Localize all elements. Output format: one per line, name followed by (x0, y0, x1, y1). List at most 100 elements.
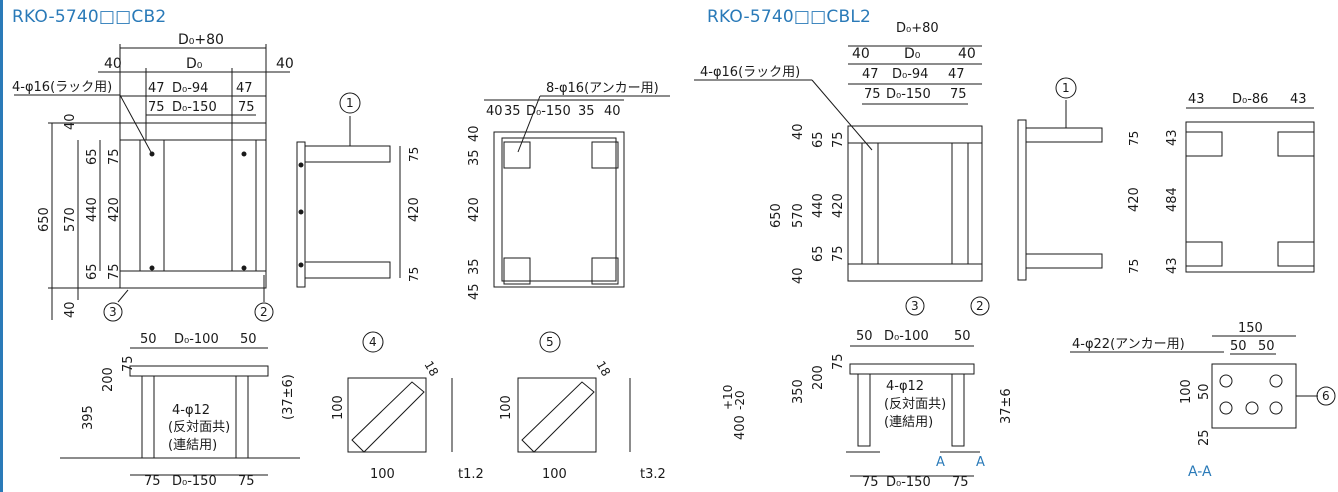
dim-40: 40 (63, 301, 78, 318)
dim-75: 75 (107, 263, 122, 280)
dim-43: 43 (1290, 92, 1307, 107)
dim-75: 75 (862, 475, 879, 490)
dim-40: 40 (63, 113, 78, 130)
callout-1: 1 (346, 96, 354, 110)
left-front-post-left (139, 139, 165, 272)
dim-40: 40 (791, 123, 806, 140)
rack-hole (241, 265, 247, 271)
dim-d-minus-150: D₀-150 (526, 104, 571, 119)
section-label: A-A (1188, 464, 1212, 480)
thickness: t3.2 (640, 467, 666, 482)
section-aa-view (1070, 335, 1318, 429)
dim-d-minus-100: D₀-100 (174, 332, 219, 347)
dim-440: 440 (811, 193, 826, 218)
dim-400: 400 (733, 415, 748, 440)
dim-65: 65 (85, 263, 100, 280)
dim-75: 75 (148, 100, 165, 115)
dim-395: 395 (81, 405, 96, 430)
dim-75: 75 (831, 245, 846, 262)
dim-40: 40 (791, 267, 806, 284)
callout-1-circle (1055, 77, 1077, 99)
left-side-labels: 1 75 420 75 (339, 92, 422, 282)
dim-75: 75 (1127, 259, 1141, 274)
dim-50: 50 (240, 332, 257, 347)
dim-65: 65 (811, 131, 826, 148)
dim-65: 65 (811, 245, 826, 262)
left-front-labels: D₀+80 40 D₀ 40 47 D₀-94 47 75 D₀-150 75 … (12, 32, 294, 322)
dim-65: 65 (85, 148, 100, 165)
callout-3-circle (905, 296, 925, 316)
left-front-frame (119, 122, 267, 289)
dim-420: 420 (107, 197, 122, 222)
dim-35: 35 (578, 104, 595, 119)
dim-420: 420 (1127, 187, 1142, 212)
right-side-view (1017, 100, 1103, 281)
dim-d-minus-150: D₀-150 (886, 475, 931, 490)
bolt-sub1: (反対面共) (168, 420, 230, 435)
plate-4-labels: 4 100 100 18 t1.2 (331, 331, 484, 482)
dim-50: 50 (1230, 339, 1247, 354)
dim-43: 43 (1188, 92, 1205, 107)
dim-40: 40 (604, 104, 621, 119)
dim-18: 18 (593, 359, 613, 379)
dim-40: 40 (467, 125, 482, 142)
dim-75: 75 (952, 475, 969, 490)
left-side-view (296, 116, 401, 288)
dim-d-minus-150: D₀-150 (886, 87, 931, 102)
bolt-note: 4-φ12 (172, 403, 210, 418)
dim-d-minus-100: D₀-100 (884, 329, 929, 344)
bolt-sub2: (連結用) (884, 415, 933, 430)
dim-43: 43 (1165, 257, 1180, 274)
callout-3-circle (103, 302, 123, 322)
dim-75: 75 (238, 100, 255, 115)
dim-d-minus-86: D₀-86 (1232, 92, 1268, 107)
rack-hole (241, 151, 247, 157)
callout-6-circle (1316, 386, 1336, 406)
dim-100: 100 (1179, 379, 1194, 404)
dim-75: 75 (238, 474, 255, 489)
anchor-hole-note: 8-φ16(アンカー用) (546, 81, 659, 96)
dim-25: 25 (1197, 429, 1212, 446)
dim-d-plus-80: D₀+80 (896, 21, 939, 36)
dim-40: 40 (486, 104, 503, 119)
dim-484: 484 (1165, 187, 1180, 212)
rack-hole-note: 4-φ16(ラック用) (700, 65, 800, 80)
plate-5-labels: 5 100 100 18 t3.2 (499, 331, 666, 482)
bolt-sub2: (連結用) (168, 438, 217, 453)
dim-35: 35 (504, 104, 521, 119)
dim-d-minus-150: D₀-150 (172, 100, 217, 115)
dim-50: 50 (856, 329, 873, 344)
dim-650: 650 (769, 203, 784, 228)
callout-5: 5 (546, 335, 554, 349)
dim-45: 45 (467, 283, 482, 300)
callout-5-circle (539, 331, 561, 353)
dim-420: 420 (407, 197, 422, 222)
left-base-view (60, 347, 300, 476)
dim-d: D₀ (186, 56, 203, 72)
model-title-right: RKO-5740□□CBL2 (707, 7, 872, 27)
dim-18: 18 (421, 359, 441, 379)
dim-47: 47 (862, 67, 879, 82)
model-title-left: RKO-5740□□CB2 (12, 7, 167, 27)
dim-75: 75 (864, 87, 881, 102)
left-top-view (484, 95, 670, 288)
dim-75: 75 (407, 147, 421, 162)
section-mark-left: A (936, 455, 945, 470)
dim-50: 50 (1258, 339, 1275, 354)
callout-2: 2 (976, 299, 984, 313)
dim-47: 47 (236, 81, 253, 96)
callout-3: 3 (109, 305, 117, 319)
dim-75: 75 (950, 87, 967, 102)
anchor-hole-note: 4-φ22(アンカー用) (1072, 337, 1185, 352)
dim-570: 570 (63, 207, 78, 232)
dim-40: 40 (276, 56, 294, 72)
bolt-note: 4-φ12 (886, 379, 924, 394)
dim-200: 200 (101, 367, 116, 392)
dim-75: 75 (831, 131, 846, 148)
dim-350: 350 (791, 379, 806, 404)
right-base-view (846, 345, 980, 477)
dim-75: 75 (407, 267, 421, 282)
rack-hole-note: 4-φ16(ラック用) (12, 80, 112, 95)
left-front-view (14, 44, 290, 320)
dim-420: 420 (467, 197, 482, 222)
